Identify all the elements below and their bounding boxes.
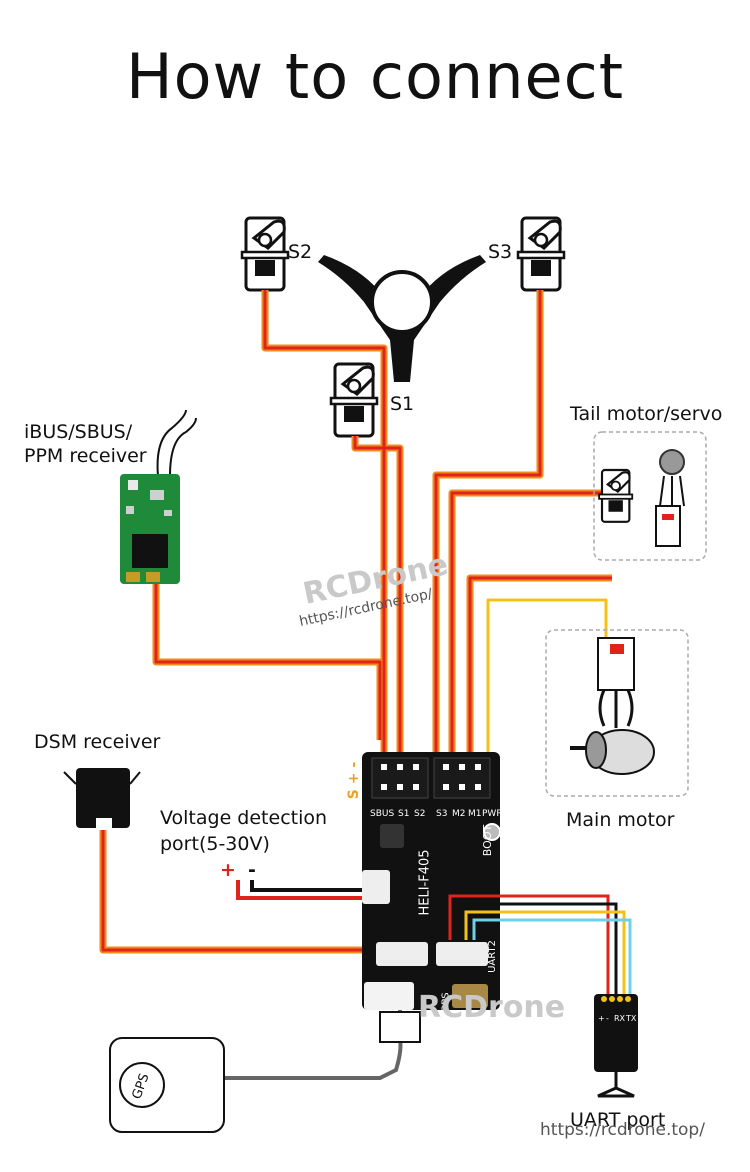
servo-s3-label: S3 bbox=[488, 241, 513, 263]
board-port-m2: M2 bbox=[452, 809, 466, 819]
dsm-receiver-label: DSM receiver bbox=[34, 731, 161, 753]
uart-pin-minus: - bbox=[606, 1014, 609, 1023]
page-title: How to connect bbox=[125, 40, 625, 113]
watermark-url-2: https://rcdrone.top/ bbox=[540, 1120, 705, 1140]
uart-port-label: UART port bbox=[570, 1109, 666, 1131]
voltage-plus-sign: + bbox=[220, 859, 236, 881]
tail-motor-box bbox=[593, 431, 707, 561]
uart-device bbox=[594, 994, 638, 1098]
uart-pin-tx: TX bbox=[626, 1014, 637, 1023]
servo-s2 bbox=[240, 216, 290, 292]
voltage-wires bbox=[236, 880, 362, 900]
board-port-s1: S1 bbox=[398, 809, 410, 819]
board-port-s2: S2 bbox=[414, 809, 426, 819]
uart-pin-rx: RX bbox=[614, 1014, 626, 1023]
swashplate bbox=[318, 255, 486, 382]
ibus-label-line1: iBUS/SBUS/ bbox=[24, 421, 133, 443]
servo-s1-label: S1 bbox=[390, 393, 415, 415]
main-motor-box bbox=[545, 629, 689, 797]
board-port-s3: S3 bbox=[436, 809, 448, 819]
main-motor-label: Main motor bbox=[566, 809, 675, 831]
board-port-pwr: PWR bbox=[482, 809, 503, 819]
ibus-receiver bbox=[120, 409, 197, 584]
board-uart2-label: UART2 bbox=[486, 940, 498, 973]
board-name: HELI-F405 bbox=[417, 849, 433, 916]
flight-controller bbox=[362, 752, 501, 1010]
ibus-label-line2: PPM receiver bbox=[24, 445, 147, 467]
board-port-m1: M1 bbox=[468, 809, 482, 819]
servo-s2-label: S2 bbox=[288, 241, 313, 263]
board-boot-label: BOOT bbox=[481, 824, 495, 857]
uart-pin-plus: + bbox=[598, 1014, 605, 1023]
dsm-receiver bbox=[63, 768, 141, 828]
board-pin-legend: S + - bbox=[346, 761, 363, 800]
uart-wires bbox=[448, 894, 632, 994]
board-port-sbus: SBUS bbox=[370, 809, 395, 819]
voltage-label-line2: port(5-30V) bbox=[160, 833, 270, 855]
servo-s3 bbox=[516, 216, 566, 292]
tail-motor-label: Tail motor/servo bbox=[570, 403, 723, 425]
servo-s1 bbox=[329, 362, 379, 438]
gps-module bbox=[109, 1010, 421, 1133]
watermark-brand-2: RCDrone bbox=[418, 990, 566, 1025]
voltage-minus-sign: - bbox=[248, 859, 256, 881]
voltage-label-line1: Voltage detection bbox=[160, 807, 328, 829]
servo-wires bbox=[99, 290, 612, 954]
